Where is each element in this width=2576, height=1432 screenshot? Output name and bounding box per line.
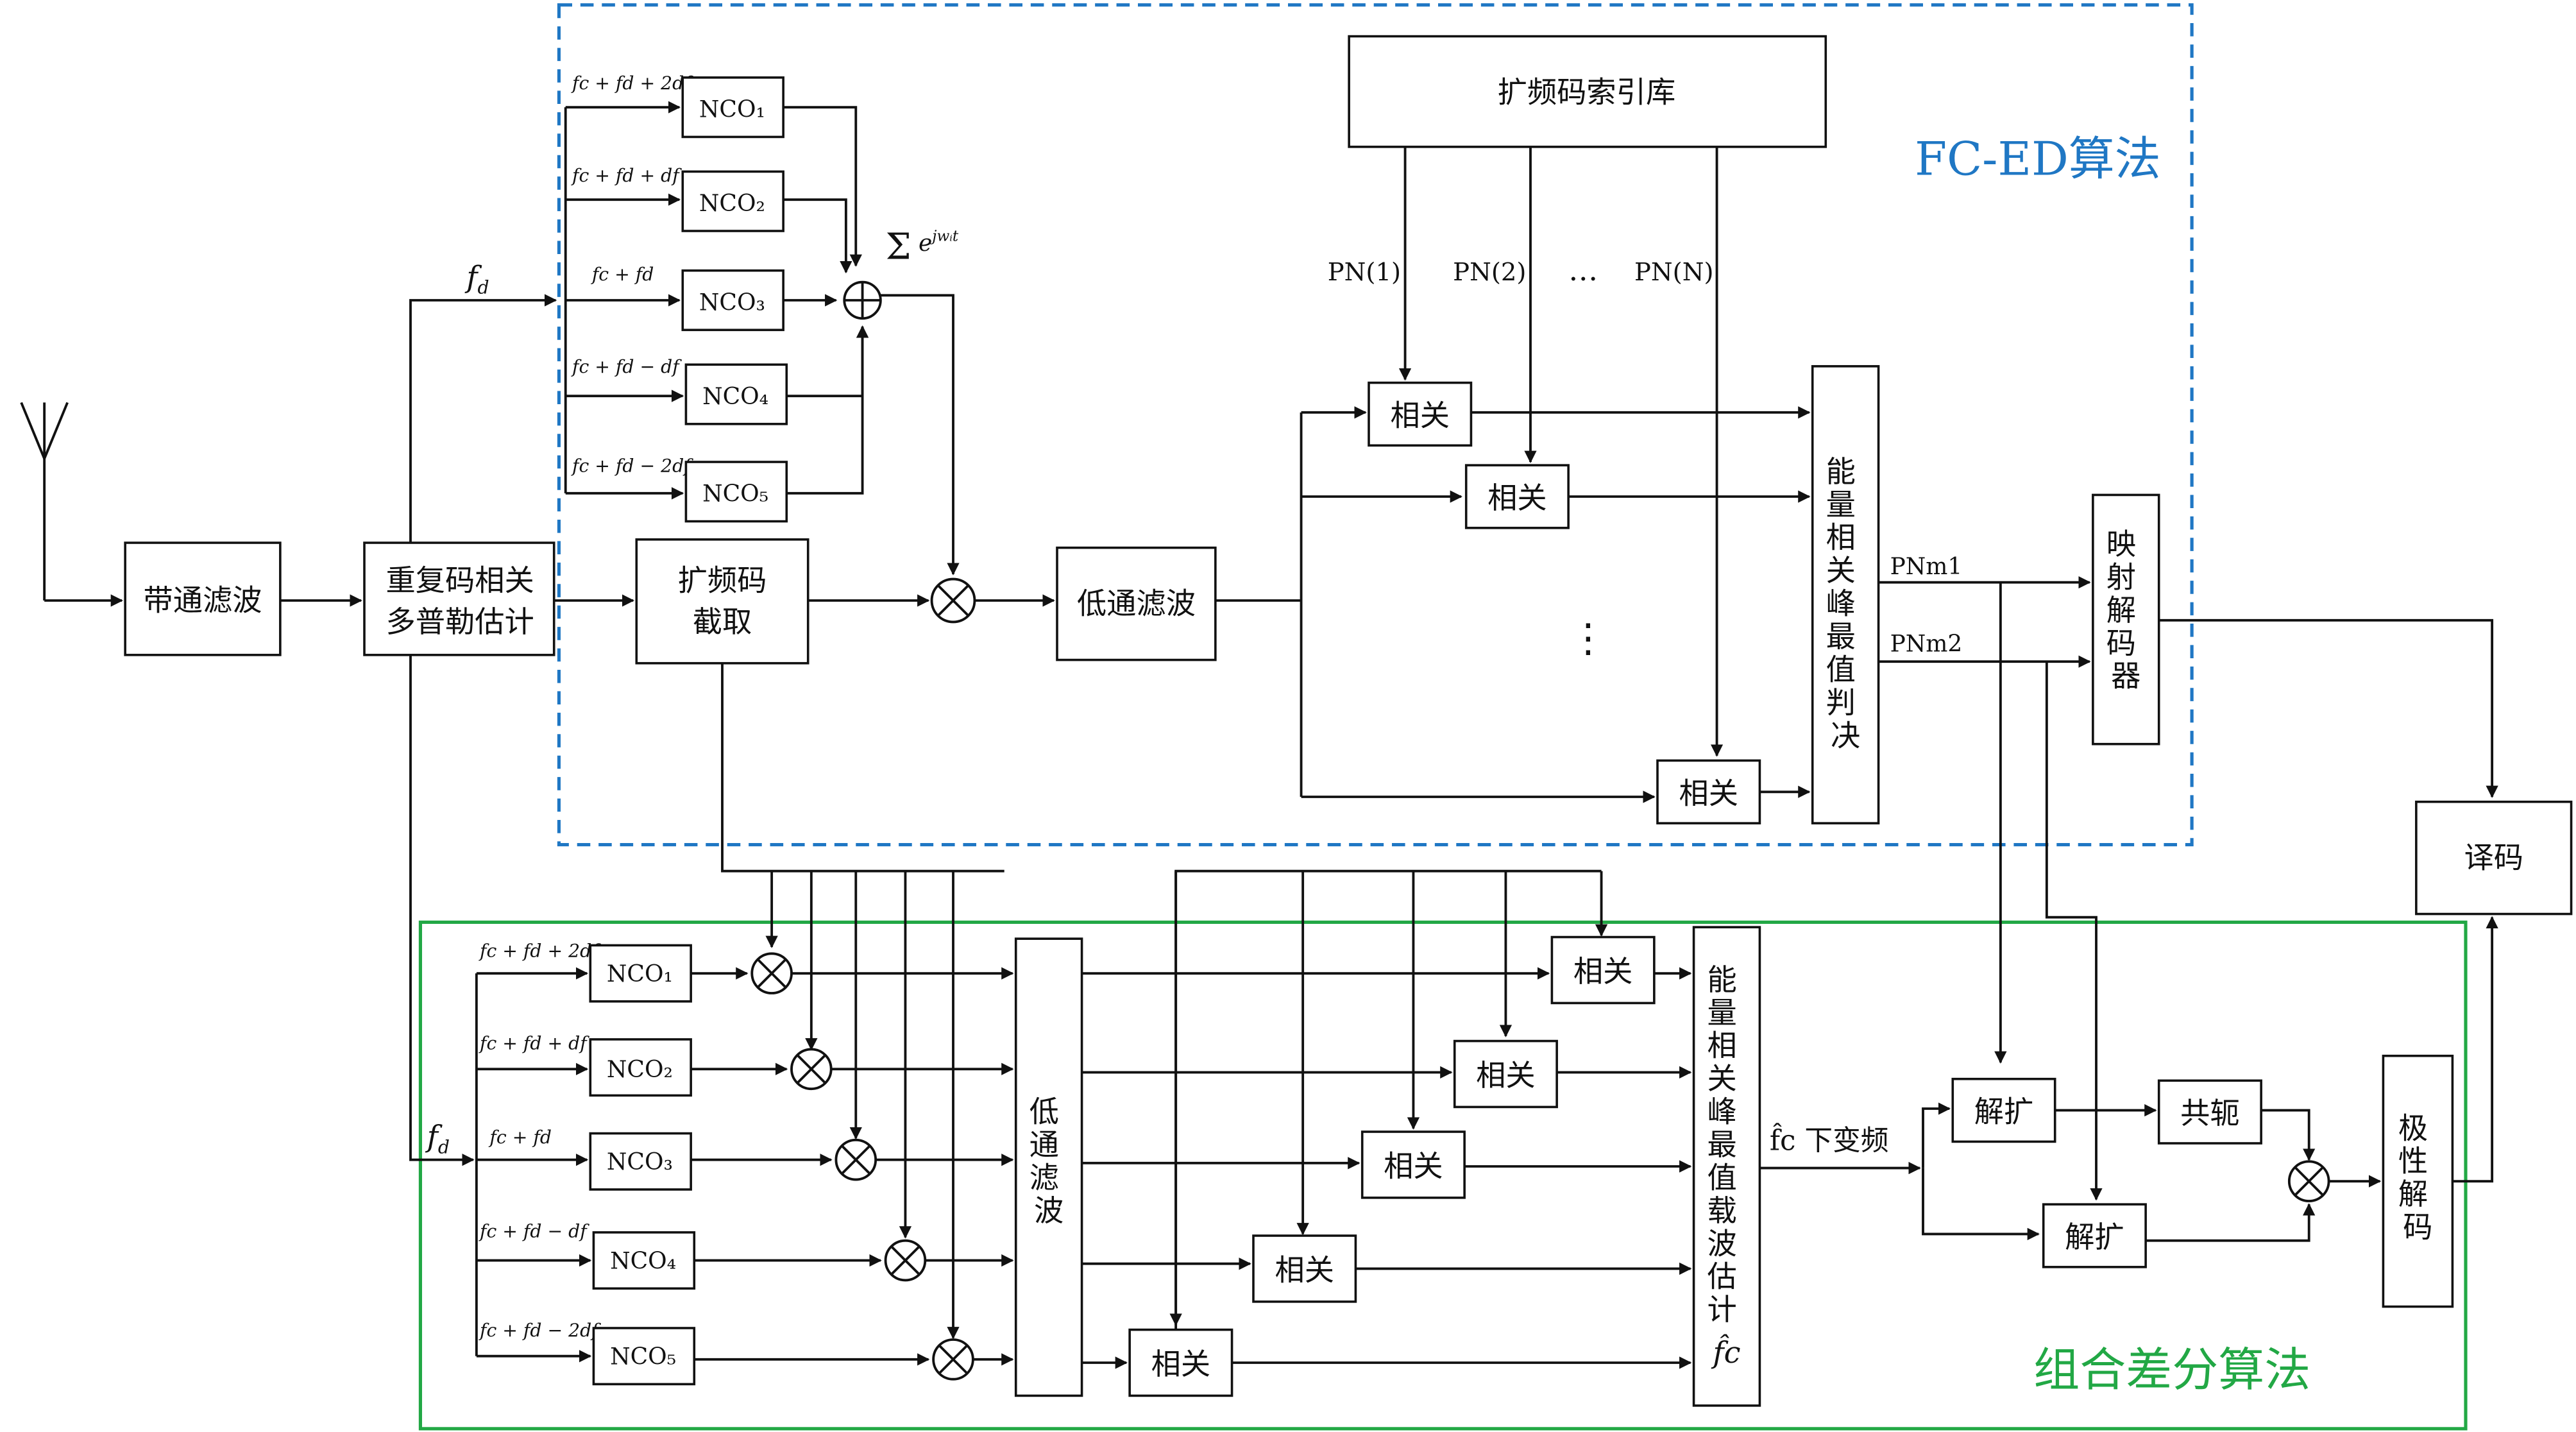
vdots-top: ⋮ (1568, 615, 1608, 661)
pn2-label: PN(2) (1453, 258, 1526, 287)
svg-text:能 量 相 关 峰: 能 量 相 关 峰 最 值 载 波 估 计 f̂c (1707, 962, 1747, 1370)
repeat-code-doppler-block (363, 541, 555, 656)
energy-decision-label: 能 量 相 关 峰 最 值 判 决 (1826, 454, 1865, 753)
svg-text:ejwᵢt: ejwᵢt (919, 228, 959, 256)
svg-text:NCO₂: NCO₂ (607, 1057, 673, 1083)
nco-5-bottom (592, 1327, 696, 1386)
svg-text:截取: 截取 (693, 604, 752, 639)
svg-text:相关: 相关 (1573, 954, 1633, 989)
nco-2-top (681, 170, 784, 232)
svg-text:相关: 相关 (1390, 398, 1450, 432)
combo-label: 组合差分算法 (2033, 1343, 2310, 1397)
bottom-nco-bank: fc + fd + 2df NCO₁ fc + fd + df NCO₂ fc … (476, 940, 930, 1386)
corr-top-1 (1368, 381, 1473, 447)
svg-text:映 射 解 码 器: 映 射 解 码 器 (2106, 527, 2146, 694)
svg-text:相关: 相关 (1679, 776, 1738, 810)
corr-bottom-5 (1128, 1328, 1233, 1397)
svg-text:相关: 相关 (1275, 1252, 1334, 1287)
fd-label-top: fd (464, 259, 489, 298)
svg-text:fc + fd + 2df: fc + fd + 2df (571, 72, 693, 94)
adder-icon (843, 280, 882, 320)
fc-ed-label: FC-ED算法 (1915, 132, 2161, 186)
svg-text:fc + fd − df: fc + fd − df (571, 356, 682, 377)
nco-2-bottom (589, 1038, 692, 1097)
energy-carrier-block (1692, 926, 1761, 1407)
svg-text:低 通 滤 波: 低 通 滤 波 (1030, 1095, 1069, 1228)
fc-ed-region (557, 3, 2194, 847)
svg-text:相关: 相关 (1384, 1148, 1443, 1183)
polarity-decode-block (2382, 1054, 2454, 1308)
nco-1-bottom (589, 944, 692, 1003)
svg-text:NCO₅: NCO₅ (702, 481, 768, 507)
lowpass-bottom-block (1014, 937, 1083, 1397)
combo-region (418, 920, 2468, 1431)
svg-text:极 性 解 码: 极 性 解 码 (2398, 1111, 2437, 1244)
svg-text:低通滤波: 低通滤波 (1077, 586, 1196, 621)
svg-text:扩频码: 扩频码 (678, 563, 767, 598)
energy-decision-block (1811, 365, 1880, 824)
svg-text:译码: 译码 (2464, 840, 2523, 875)
corr-bottom-4 (1252, 1234, 1357, 1303)
despread-2 (2042, 1203, 2147, 1268)
antenna-icon (20, 402, 123, 607)
svg-text:相关: 相关 (1151, 1347, 1211, 1381)
conjugate-block (2157, 1079, 2262, 1145)
multiplier-icons-bottom (750, 952, 974, 1381)
svg-text:fc + fd + df: fc + fd + df (571, 165, 682, 186)
lowpass-top-block (1056, 546, 1217, 661)
despread-1 (1951, 1077, 2056, 1143)
svg-text:相关: 相关 (1476, 1058, 1536, 1093)
sum-expression: Σ (886, 226, 911, 268)
nco-4-bottom (592, 1231, 696, 1290)
top-nco-bank: fc + fd + 2df NCO₁ fc + fd + df NCO₂ fc … (565, 72, 869, 523)
corr-bottom-2 (1453, 1039, 1558, 1109)
svg-text:共轭: 共轭 (2180, 1096, 2240, 1130)
multiplier-icon-top (930, 577, 976, 624)
svg-text:fc + fd: fc + fd (488, 1127, 552, 1148)
svg-text:fc + fd − 2df: fc + fd − 2df (571, 455, 693, 476)
svg-text:NCO₂: NCO₂ (699, 191, 765, 217)
svg-text:fc + fd − df: fc + fd − df (479, 1221, 589, 1242)
corr-top-2 (1464, 464, 1570, 529)
svg-text:解扩: 解扩 (1974, 1095, 2034, 1129)
spread-clip-block (635, 538, 809, 665)
svg-text:扩频码索引库: 扩频码索引库 (1498, 74, 1676, 109)
svg-text:fc + fd − 2df: fc + fd − 2df (479, 1320, 601, 1341)
nco-3-top (681, 269, 784, 332)
svg-text:NCO₁: NCO₁ (699, 97, 765, 123)
repeat-code-label-1: 重复码相关 (386, 563, 534, 598)
svg-text:NCO₁: NCO₁ (607, 961, 673, 987)
decode-block (2415, 800, 2573, 916)
svg-text:fc + fd + df: fc + fd + df (479, 1032, 589, 1053)
corr-top-N (1656, 759, 1761, 824)
nco-1-top (681, 76, 784, 139)
bandpass-filter-label: 带通滤波 (143, 583, 262, 617)
svg-text:NCO₃: NCO₃ (699, 289, 765, 316)
downconv-label: f̂c 下变频 (1770, 1123, 1889, 1157)
pn-dots: … (1568, 253, 1598, 287)
pnm1-label: PNm1 (1890, 554, 1963, 580)
svg-text:NCO₃: NCO₃ (607, 1149, 673, 1175)
multiplier-icon-polarity (2287, 1160, 2330, 1202)
pnm2-label: PNm2 (1890, 631, 1963, 658)
svg-text:NCO₅: NCO₅ (610, 1344, 676, 1370)
nco-5-top (684, 461, 788, 523)
svg-text:解扩: 解扩 (2065, 1220, 2124, 1254)
nco-3-bottom (589, 1132, 692, 1191)
nco-4-top (684, 363, 788, 425)
spread-index-block (1348, 35, 1827, 148)
svg-text:NCO₄: NCO₄ (702, 384, 768, 410)
corr-bottom-1 (1550, 935, 1656, 1005)
svg-text:fc + fd: fc + fd (591, 264, 654, 285)
svg-text:fc + fd + 2df: fc + fd + 2df (479, 940, 601, 961)
svg-text:NCO₄: NCO₄ (610, 1248, 676, 1274)
bandpass-filter-block (124, 541, 282, 656)
svg-text:相关: 相关 (1487, 481, 1547, 515)
repeat-code-label-2: 多普勒估计 (386, 604, 534, 639)
corr-bottom-3 (1360, 1130, 1466, 1199)
pnN-label: PN(N) (1634, 258, 1714, 287)
fd-label-bottom: fd (425, 1119, 450, 1157)
pn1-label: PN(1) (1328, 258, 1401, 287)
